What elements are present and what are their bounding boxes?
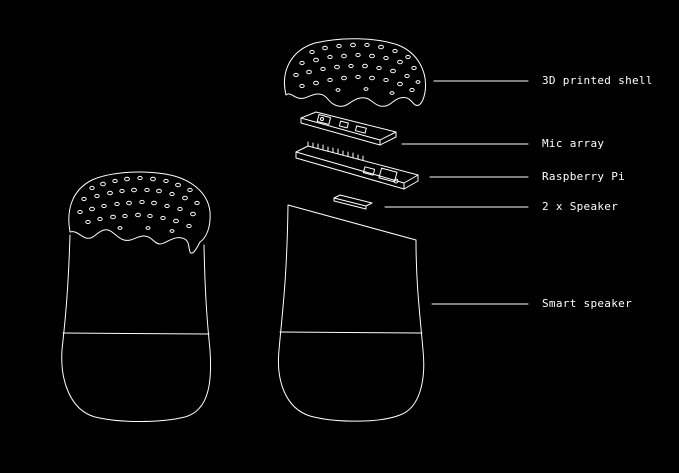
assembled-body-outline — [61, 234, 212, 422]
speaker-component — [333, 194, 373, 210]
assembled-shell-outline — [68, 171, 211, 254]
assembled-device — [61, 171, 212, 422]
label-3d-printed-shell: 3D printed shell — [542, 74, 653, 87]
label-mic-array: Mic array — [542, 137, 605, 150]
mic-array-board — [300, 111, 397, 146]
exploded-shell-holes — [293, 42, 421, 95]
label-speaker: 2 x Speaker — [542, 200, 619, 213]
leader-lines — [384, 80, 529, 305]
raspberry-pi-board — [295, 141, 419, 190]
label-raspberry-pi: Raspberry Pi — [542, 170, 626, 183]
exploded-shell-outline — [284, 38, 427, 107]
assembled-base-line — [62, 332, 210, 335]
exploded-device — [277, 38, 427, 422]
smart-speaker-body-outline — [277, 204, 425, 422]
smart-speaker-base-line — [279, 331, 423, 334]
assembled-shell-holes — [77, 175, 200, 233]
label-smart-speaker: Smart speaker — [542, 297, 632, 310]
